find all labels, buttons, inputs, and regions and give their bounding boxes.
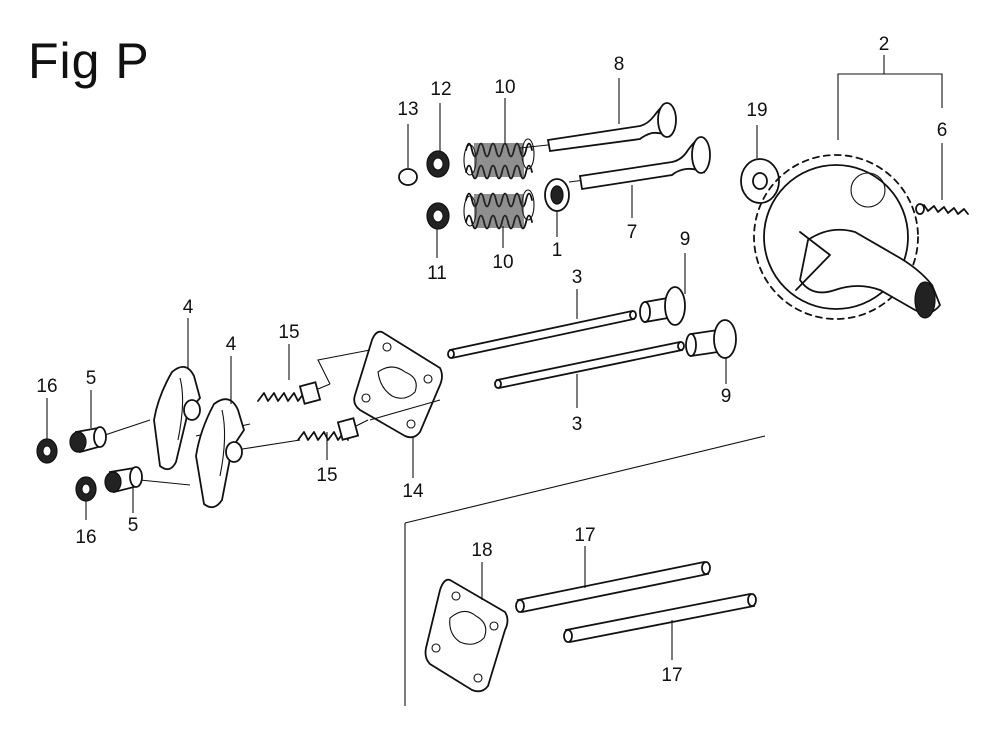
part-15-pivot-bolt-lower <box>297 417 369 441</box>
callout-leaders <box>46 55 943 660</box>
callout-9-upper: 9 <box>680 229 691 250</box>
callout-12: 12 <box>430 79 451 100</box>
callout-15-lower: 15 <box>316 465 337 486</box>
callout-3-upper: 3 <box>572 267 583 288</box>
part-10-spring-upper <box>463 138 535 180</box>
part-1-stem-seal <box>544 178 586 212</box>
part-2-camshaft-gear <box>753 154 942 320</box>
callout-1: 1 <box>552 240 563 261</box>
part-3-push-rod-upper <box>447 309 637 360</box>
callout-10-upper: 10 <box>494 77 515 98</box>
part-16-nut-upper <box>36 438 58 464</box>
part-14-guide-plate <box>353 330 443 439</box>
part-19-washer <box>740 158 780 204</box>
part-15-pivot-bolt-upper <box>257 381 331 405</box>
part-6-decompressor-spring <box>915 203 969 215</box>
callout-16-lower: 16 <box>75 527 96 548</box>
part-7-exhaust-valve <box>578 136 711 191</box>
callout-7: 7 <box>627 222 638 243</box>
part-16-nut-lower <box>75 476 97 502</box>
part-13-collar <box>398 168 418 186</box>
callout-4-left: 4 <box>183 297 194 318</box>
callout-11: 11 <box>427 263 447 284</box>
inset-frame <box>404 435 766 706</box>
part-4-rocker-arm-left <box>153 366 201 471</box>
part-9-tappet-lower <box>685 319 737 359</box>
callout-3-lower: 3 <box>572 414 583 435</box>
figure-title: Fig P <box>28 33 150 89</box>
part-3-push-rod-lower <box>494 340 685 390</box>
part-17-push-rod-upper <box>515 560 711 614</box>
callout-19: 19 <box>746 100 767 121</box>
callout-4-right: 4 <box>226 334 237 355</box>
callout-16-upper: 16 <box>36 376 57 397</box>
callout-9-lower: 9 <box>721 386 732 407</box>
part-11-retainer <box>426 202 450 230</box>
callout-10-lower: 10 <box>492 252 513 273</box>
part-9-tappet-upper <box>639 286 686 326</box>
callout-17-lower: 17 <box>661 665 682 686</box>
part-17-push-rod-lower <box>563 592 757 644</box>
callout-labels: 13 12 10 8 2 19 6 7 11 10 1 9 3 4 4 15 1… <box>36 34 947 686</box>
part-12-retainer <box>426 150 450 178</box>
callout-6: 6 <box>937 120 948 141</box>
callout-2: 2 <box>879 34 890 55</box>
part-5-pivot-lower <box>104 466 143 494</box>
part-18-guide-plate <box>424 578 509 693</box>
callout-5-upper: 5 <box>86 368 97 389</box>
part-8-intake-valve <box>519 102 677 153</box>
part-5-pivot-upper <box>69 426 107 454</box>
callout-17-upper: 17 <box>574 525 595 546</box>
callout-5-lower: 5 <box>128 515 139 536</box>
part-10-spring-lower <box>463 189 535 230</box>
callout-18: 18 <box>471 540 492 561</box>
callout-13: 13 <box>397 99 418 120</box>
callout-15-upper: 15 <box>278 322 299 343</box>
callout-14: 14 <box>402 481 424 502</box>
callout-8: 8 <box>614 54 625 75</box>
part-4-rocker-arm-right <box>195 398 245 509</box>
